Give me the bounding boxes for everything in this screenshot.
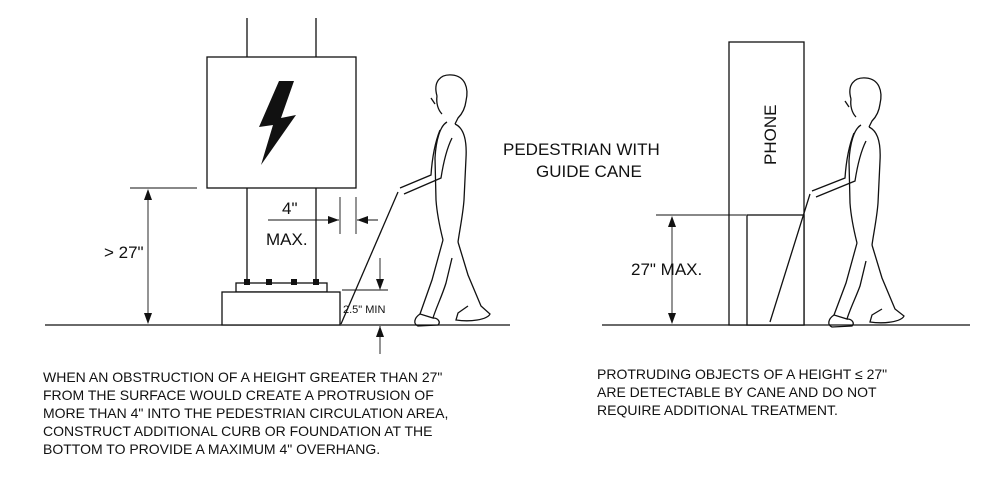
overhang-value-label: 4" [282,199,298,218]
anchor-bolt-4 [313,279,319,285]
phone-booth-base [746,214,805,326]
cane-min-label: 2.5" MIN [343,304,385,316]
foundation [221,291,341,326]
phone-label: PHONE [761,105,780,165]
overhang-unit-label: MAX. [266,230,308,249]
left-caption-line-2: FROM THE SURFACE WOULD CREATE A PROTRUSI… [43,387,434,403]
center-label: PEDESTRIAN WITH GUIDE CANE [503,140,660,181]
center-label-line-1: PEDESTRIAN WITH [503,140,660,159]
left-caption-line-5: BOTTOM TO PROVIDE A MAXIMUM 4" OVERHANG. [43,441,380,457]
lightning-bolt-icon [259,81,296,165]
cane-arrow-down [376,279,384,290]
overhang-arrow-right [357,216,368,224]
height-dimension-label: > 27" [104,243,144,262]
height-arrow-up [144,189,152,200]
left-panel: > 27" 4" MAX. 2.5" MIN [43,18,510,457]
right-caption-line-1: PROTRUDING OBJECTS OF A HEIGHT ≤ 27" [597,366,887,382]
guide-cane-left [340,191,399,325]
right-height-arrow-up [668,216,676,227]
left-caption-line-3: MORE THAN 4" INTO THE PEDESTRIAN CIRCULA… [43,405,448,421]
center-label-line-2: GUIDE CANE [536,162,642,181]
right-height-label: 27" MAX. [631,260,702,279]
right-caption: PROTRUDING OBJECTS OF A HEIGHT ≤ 27" ARE… [597,366,887,418]
anchor-bolt-3 [291,279,297,285]
anchor-bolt-1 [244,279,250,285]
anchor-bolt-2 [266,279,272,285]
guide-cane-right [769,193,811,323]
left-caption: WHEN AN OBSTRUCTION OF A HEIGHT GREATER … [43,369,448,457]
pedestrian-figure-right [769,77,905,328]
height-arrow-down [144,313,152,324]
overhang-arrow-left [328,216,339,224]
right-height-arrow-down [668,313,676,324]
right-panel: PHONE 27" MAX. PROTRUDING OBJECTS OF A H… [597,41,970,418]
right-caption-line-3: REQUIRE ADDITIONAL TREATMENT. [597,402,838,418]
left-caption-line-1: WHEN AN OBSTRUCTION OF A HEIGHT GREATER … [43,369,442,385]
cane-arrow-up [376,326,384,337]
right-caption-line-2: ARE DETECTABLE BY CANE AND DO NOT [597,384,877,400]
pedestrian-figure-left [340,74,491,327]
left-caption-line-4: CONSTRUCT ADDITIONAL CURB OR FOUNDATION … [43,423,432,439]
